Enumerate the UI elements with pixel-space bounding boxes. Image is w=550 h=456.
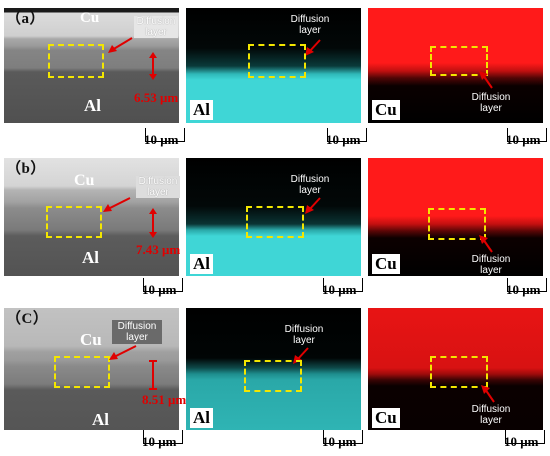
region-box: [428, 208, 486, 240]
region-box: [248, 44, 306, 78]
scale-bar-label: 10 μm: [144, 132, 179, 147]
pointer-arrow: [108, 37, 133, 53]
region-box: [48, 44, 104, 78]
scale-bar: [323, 430, 363, 444]
sem-image-a: （a） Cu Diffusion layer Al 6.53 μm: [4, 8, 179, 123]
scale-bar-label: 10 μm: [142, 434, 177, 449]
scale-bar-label: 10 μm: [322, 282, 357, 297]
row-label: （C）: [6, 311, 49, 327]
scale-bar: [507, 278, 547, 292]
region-box: [430, 356, 488, 388]
scale-bar-label: 10 μm: [506, 132, 541, 147]
scale-bar: [143, 278, 183, 292]
cu-diffusion-label: Diffusion layer: [471, 404, 511, 426]
pointer-arrow: [479, 235, 493, 253]
al-diffusion-label: Diffusion layer: [290, 14, 330, 36]
pointer-arrow: [481, 385, 495, 403]
sem-diffusion-label: Diffusion layer: [112, 320, 162, 344]
thickness-label: 7.43 μm: [136, 242, 181, 257]
al-map-b: Diffusion layer Al: [186, 158, 361, 276]
sem-image-b: （b） Cu Diffusion layer 7.43 μm Al: [4, 158, 181, 276]
region-box: [54, 356, 110, 388]
cu-map-b: Diffusion layer Cu: [368, 158, 543, 276]
al-diffusion-label: Diffusion layer: [290, 174, 330, 196]
scale-bar-label: 10 μm: [142, 282, 177, 297]
sem-al-label: Al: [92, 410, 109, 429]
sem-diffusion-label: Diffusion layer: [136, 176, 180, 198]
cu-map-a: Diffusion layer Cu: [368, 8, 543, 123]
thickness-arrow: [149, 208, 157, 238]
thickness-label: 6.53 μm: [134, 90, 179, 105]
cu-diffusion-label: Diffusion layer: [471, 254, 511, 276]
scale-bar: [327, 128, 367, 142]
row-label: （b）: [6, 161, 46, 177]
cu-diffusion-label: Diffusion layer: [471, 92, 511, 114]
sem-diffusion-text: Diffusion layer: [138, 176, 178, 198]
sem-diffusion-text: Diffusion layer: [117, 321, 157, 343]
cu-element-label: Cu: [372, 408, 400, 428]
al-element-label: Al: [190, 100, 213, 120]
sem-al-label: Al: [82, 248, 99, 267]
al-map-c: Diffusion layer Al: [186, 308, 361, 430]
al-diffusion-label: Diffusion layer: [284, 324, 324, 346]
sem-cu-label: Cu: [80, 330, 102, 349]
scale-bar: [507, 128, 547, 142]
region-box: [46, 206, 102, 238]
pointer-arrow: [305, 39, 321, 56]
scale-bar-label: 10 μm: [322, 434, 357, 449]
scale-bar: [143, 430, 183, 444]
al-map-a: Diffusion layer Al: [186, 8, 361, 123]
pointer-arrow: [103, 197, 131, 212]
thickness-label: 8.51 μm: [142, 392, 187, 407]
sem-diffusion-text: Diffusion layer: [136, 16, 176, 38]
cu-element-label: Cu: [372, 100, 400, 120]
sem-al-label: Al: [84, 96, 101, 115]
scale-bar: [505, 430, 545, 444]
row-label: （a）: [6, 11, 46, 27]
sem-cu-label: Cu: [74, 172, 95, 189]
scale-bar-label: 10 μm: [504, 434, 539, 449]
al-element-label: Al: [190, 254, 213, 274]
pointer-arrow: [109, 345, 137, 360]
sem-diffusion-label: Diffusion layer: [134, 16, 178, 38]
sem-cu-label: Cu: [80, 10, 100, 26]
region-box: [246, 206, 304, 238]
sem-image-c: （C） Cu Diffusion layer 8.51 μm Al: [4, 308, 186, 430]
scale-bar: [145, 128, 185, 142]
pointer-arrow: [479, 71, 493, 89]
scale-bar-label: 10 μm: [326, 132, 361, 147]
region-box: [244, 360, 302, 392]
region-box: [430, 46, 488, 76]
scale-bar-label: 10 μm: [506, 282, 541, 297]
cu-element-label: Cu: [372, 254, 400, 274]
cu-map-c: Diffusion layer Cu: [368, 308, 543, 430]
pointer-arrow: [305, 197, 321, 214]
thickness-arrow: [149, 52, 157, 80]
thickness-arrow: [149, 360, 157, 390]
scale-bar: [323, 278, 363, 292]
al-element-label: Al: [190, 408, 213, 428]
